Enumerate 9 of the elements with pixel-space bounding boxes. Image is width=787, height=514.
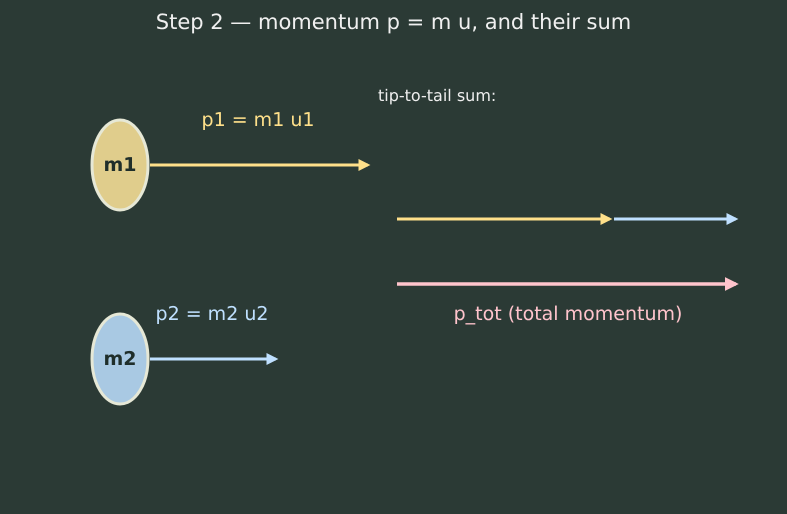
edge-label: p1 = m1 u1 — [202, 109, 314, 131]
mass-label: m1 — [103, 154, 137, 176]
title: Step 2 — momentum p = m u, and their sum — [154, 10, 632, 34]
mass-label: m2 — [103, 348, 137, 370]
edge-label: p2 = m2 u2 — [156, 303, 268, 325]
arrow — [150, 353, 278, 365]
arrow — [150, 159, 370, 171]
note-text: tip-to-tail sum: — [378, 86, 496, 105]
note-text: p_tot (total momentum) — [454, 303, 682, 325]
